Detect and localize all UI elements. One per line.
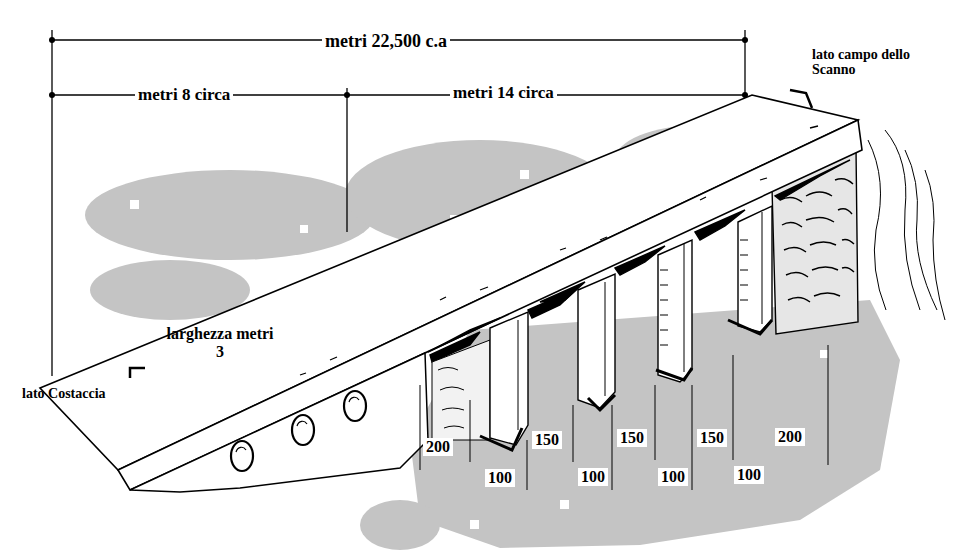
side-label: lato Costaccia <box>22 386 106 401</box>
dimension-number: 150 <box>617 429 647 447</box>
bridge-deck <box>40 90 862 490</box>
side-label: lato campo dello Scanno <box>812 47 912 78</box>
dimension-number: 100 <box>485 469 515 487</box>
dimension-number: 150 <box>697 429 727 447</box>
dimension-label: metri 22,500 c.a <box>322 32 450 52</box>
bridge-piers <box>428 160 850 450</box>
dimension-label: metri 14 circa <box>450 84 557 103</box>
width-label: larghezza metri 3 <box>165 325 275 360</box>
dimension-number: 200 <box>423 438 453 456</box>
dimension-label: metri 8 circa <box>135 86 233 105</box>
dimension-number: 200 <box>775 428 805 446</box>
dimension-number: 150 <box>532 431 562 449</box>
dimension-number: 100 <box>734 466 764 484</box>
leader-lines <box>420 345 828 490</box>
dimension-number: 100 <box>578 468 608 486</box>
dimension-number: 100 <box>658 468 688 486</box>
left-wall <box>130 353 428 492</box>
